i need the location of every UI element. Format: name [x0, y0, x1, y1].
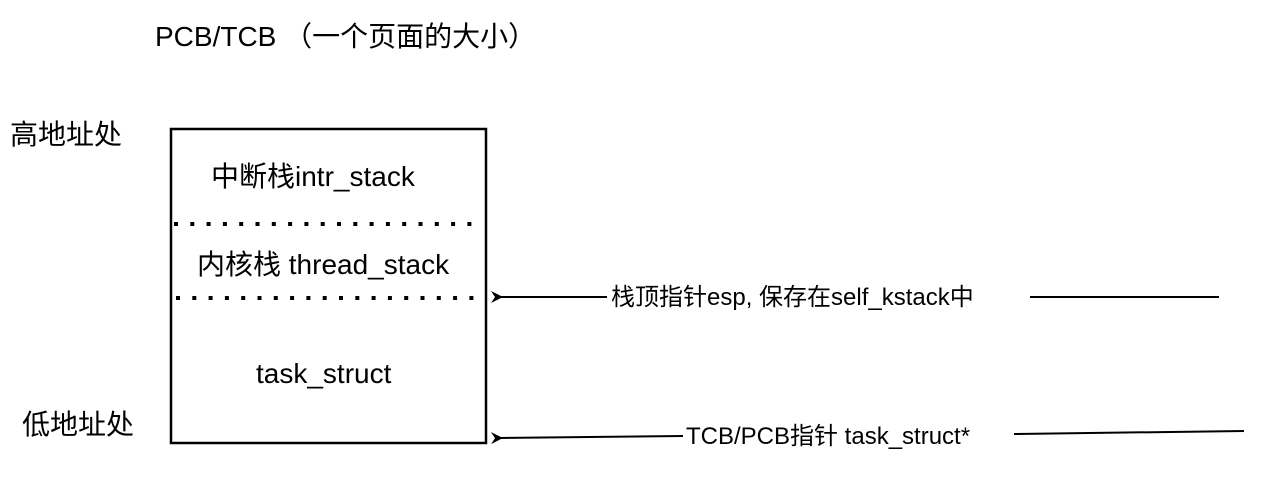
pcb-box [169, 127, 488, 445]
interrupt-stack-label: 中断栈intr_stack [211, 161, 416, 192]
kernel-stack-label: 内核栈 thread_stack [197, 249, 450, 280]
tcb-arrow-line-right [1013, 430, 1245, 435]
tcb-pointer-label: TCB/PCB指针 task_struct* [686, 423, 970, 450]
tcb-arrow-line-left [490, 432, 684, 445]
low-address-label: 低地址处 [22, 409, 134, 440]
high-address-label: 高地址处 [10, 119, 122, 150]
task-struct-label: task_struct [256, 358, 392, 389]
diagram-title: PCB/TCB （一个页面的大小） [155, 21, 536, 52]
esp-pointer-label: 栈顶指针esp, 保存在self_kstack中 [611, 284, 974, 311]
